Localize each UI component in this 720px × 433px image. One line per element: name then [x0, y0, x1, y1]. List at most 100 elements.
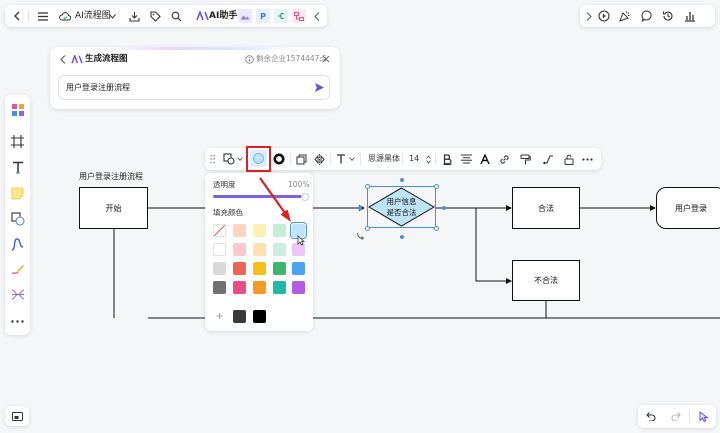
color-swatch[interactable] [213, 243, 226, 256]
color-swatch[interactable] [253, 224, 266, 237]
prompt-input[interactable]: 用户登录注册流程 [58, 75, 330, 100]
add-color-button[interactable]: + [215, 311, 224, 322]
color-swatch[interactable] [253, 281, 266, 294]
info-icon[interactable] [244, 53, 255, 65]
color-swatch[interactable] [213, 262, 226, 275]
layer-icon[interactable] [294, 152, 308, 166]
play-icon[interactable] [597, 9, 611, 23]
start-node[interactable]: 开始 [79, 187, 148, 229]
mindmap-icon[interactable] [9, 286, 26, 303]
color-swatch[interactable] [233, 281, 246, 294]
doc-title[interactable]: AI流程图 [75, 11, 111, 21]
decision-node[interactable] [368, 187, 435, 227]
more-tools-icon[interactable] [9, 313, 26, 330]
menu-icon[interactable] [36, 9, 50, 23]
chevron-down-icon[interactable] [236, 153, 244, 165]
frame-icon[interactable] [9, 133, 26, 150]
color-swatch[interactable] [233, 243, 246, 256]
link-icon[interactable] [497, 152, 511, 166]
panel-back-icon[interactable] [58, 53, 68, 65]
fill-color-swatch [253, 153, 264, 164]
format-painter-icon[interactable] [518, 152, 532, 166]
color-swatch[interactable] [253, 262, 266, 275]
bold-icon[interactable] [440, 152, 454, 166]
connector-tool-icon[interactable] [9, 236, 26, 253]
ai-logo-icon[interactable] [195, 9, 209, 23]
resize-handle[interactable] [365, 184, 370, 189]
rotate-icon[interactable] [355, 229, 367, 241]
connection-point[interactable] [400, 235, 404, 239]
image-tool-icon[interactable] [238, 9, 252, 23]
download-icon[interactable] [127, 9, 141, 23]
connector-style-icon[interactable] [541, 152, 555, 166]
color-swatch[interactable] [292, 262, 305, 275]
color-swatch[interactable] [253, 243, 266, 256]
comment-icon[interactable] [640, 9, 654, 23]
undo-icon[interactable] [643, 409, 657, 423]
text-style-icon[interactable] [334, 152, 348, 166]
search-icon[interactable] [169, 9, 183, 23]
select-cursor-icon[interactable] [697, 409, 711, 423]
color-swatch[interactable] [273, 262, 286, 275]
color-swatch[interactable] [213, 224, 226, 237]
font-name[interactable]: 思源黑体 [368, 154, 400, 163]
connection-point[interactable] [400, 178, 404, 182]
text-tool-icon[interactable] [9, 159, 26, 176]
chart-icon[interactable] [683, 9, 697, 23]
connection-point[interactable] [358, 206, 362, 210]
invalid-node[interactable]: 不合法 [512, 260, 580, 301]
font-size[interactable]: 14 [409, 154, 420, 163]
resize-handle[interactable] [434, 226, 439, 231]
font-color-icon[interactable] [478, 152, 492, 166]
opacity-slider-thumb[interactable] [301, 192, 309, 201]
mindmap-tool-icon[interactable] [274, 9, 288, 23]
color-swatch[interactable] [233, 224, 246, 237]
valid-node[interactable]: 合法 [512, 187, 580, 229]
sticky-note-icon[interactable] [9, 185, 26, 202]
login-node[interactable]: 用户登录 [656, 187, 720, 229]
recent-color-swatch[interactable] [233, 310, 246, 323]
send-icon[interactable] [312, 80, 326, 94]
back-icon[interactable] [10, 9, 24, 23]
flow-label: 用户登录注册流程 [79, 172, 143, 181]
resize-handle[interactable] [434, 184, 439, 189]
drag-handle-icon[interactable] [208, 152, 216, 166]
shape-tool-icon[interactable] [9, 210, 26, 227]
recent-color-swatch[interactable] [253, 310, 266, 323]
color-swatch[interactable] [292, 281, 305, 294]
shape-switch-icon[interactable] [222, 152, 236, 166]
redo-icon[interactable] [669, 409, 683, 423]
color-swatch[interactable] [290, 222, 307, 239]
opacity-slider[interactable] [213, 192, 309, 201]
chevron-down-icon[interactable] [348, 153, 356, 165]
more-options-icon[interactable] [580, 152, 594, 166]
flowchart-tool-icon[interactable] [292, 9, 306, 23]
flip-icon[interactable] [312, 152, 326, 166]
collapse-toolbar-icon[interactable] [311, 9, 323, 23]
tag-icon[interactable] [148, 9, 162, 23]
chevron-down-icon[interactable] [107, 10, 117, 22]
resize-handle[interactable] [365, 226, 370, 231]
color-swatch[interactable] [292, 243, 305, 256]
pen-tool-icon[interactable] [9, 261, 26, 278]
ai-assistant-label[interactable]: AI助手 [209, 11, 238, 21]
border-color-icon[interactable] [272, 152, 286, 166]
celebrate-icon[interactable] [618, 9, 632, 23]
mouse-cursor [297, 235, 305, 246]
font-size-stepper-icon[interactable] [424, 152, 432, 166]
close-icon[interactable] [320, 53, 331, 65]
color-swatch[interactable] [273, 224, 286, 237]
color-swatch[interactable] [273, 281, 286, 294]
color-swatch[interactable] [273, 243, 286, 256]
history-icon[interactable] [661, 9, 675, 23]
align-center-icon[interactable] [459, 152, 473, 166]
color-swatch[interactable] [213, 281, 226, 294]
lock-icon[interactable] [562, 152, 576, 166]
color-swatch[interactable] [233, 262, 246, 275]
expand-toolbar-icon[interactable] [584, 9, 594, 23]
ppt-tool-icon[interactable]: P [256, 9, 270, 23]
connection-point[interactable] [442, 206, 446, 210]
opacity-slider-fill [213, 195, 305, 198]
templates-icon[interactable] [9, 101, 26, 118]
